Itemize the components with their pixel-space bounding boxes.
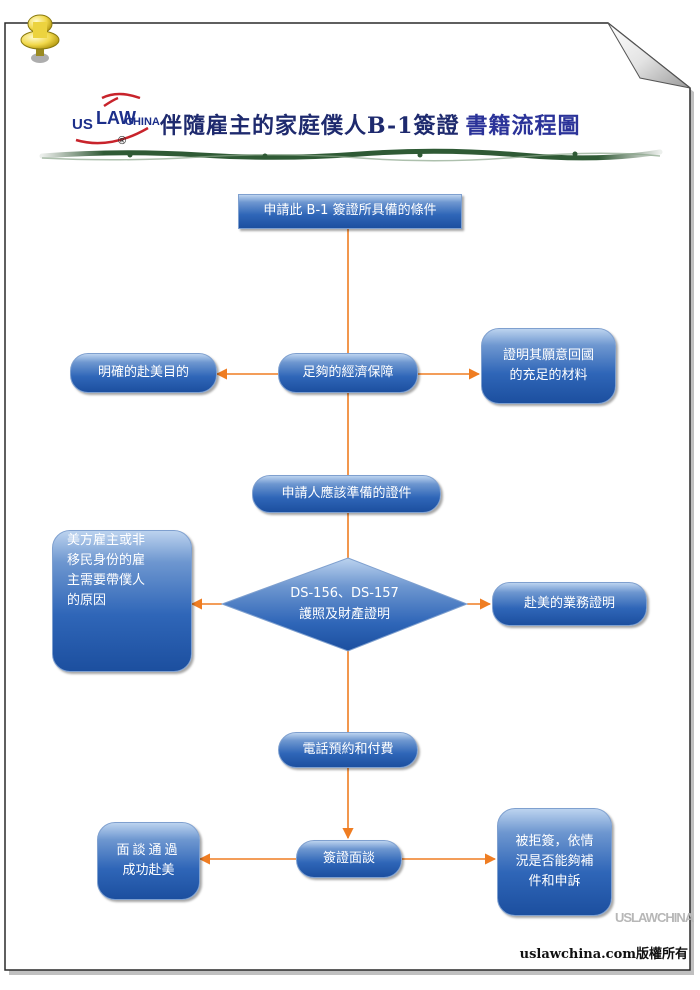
node-ds-forms: DS-156、DS-157 護照及財產證明 [222, 558, 467, 651]
node-return-materials: 證明其願意回國 的充足的材料 [481, 328, 616, 404]
node-interview: 簽證面談 [296, 840, 402, 878]
node-return-line-2: 的充足的材料 [509, 368, 588, 383]
node-finance: 足夠的經濟保障 [278, 353, 418, 393]
node-purpose: 明確的赴美目的 [70, 353, 217, 393]
page-title-sub: 書籍流程圖 [465, 113, 581, 139]
node-business-proof: 赴美的業務證明 [492, 582, 647, 626]
node-reason-line-4: 的原因 [67, 593, 107, 609]
logo-registered: ® [118, 135, 127, 147]
node-success-line-1: 面談通過 [116, 842, 181, 858]
logo-law: LAW [96, 108, 136, 128]
divider-rope [39, 148, 663, 162]
node-ds-line-2: 護照及財產證明 [298, 606, 390, 622]
node-documents: 申請人應該準備的證件 [252, 475, 441, 513]
node-ds-line-1: DS-156、DS-157 [290, 586, 399, 602]
node-reason-line-2: 移民身份的雇 [67, 553, 146, 569]
node-reason-line-3: 主需要帶僕人 [67, 573, 146, 589]
node-refused-line-3: 件和申訴 [528, 874, 581, 890]
node-refused-line-1: 被拒簽，依情 [515, 833, 594, 849]
logo-swoosh [75, 92, 149, 145]
node-reason-line-1: 美方雇主或非 [67, 533, 146, 548]
watermark-logo: USLAWCHINA [615, 910, 694, 925]
node-employer-reason: 美方雇主或非 移民身份的雇 主需要帶僕人 的原因 [52, 530, 192, 672]
node-appointment: 電話預約和付費 [278, 732, 418, 768]
decision-diamond-shape [220, 557, 469, 652]
node-success: 面談通過 成功赴美 [97, 822, 200, 900]
pushpin-icon [20, 14, 60, 63]
node-refused-line-2: 況是否能夠補 [515, 853, 594, 869]
page-title: 伴隨雇主的家庭僕人B-1簽證書籍流程圖 [160, 108, 580, 140]
node-return-line-1: 證明其願意回國 [502, 347, 594, 363]
node-success-line-2: 成功赴美 [122, 863, 175, 878]
copyright-text: uslawchina.com版權所有 [519, 947, 688, 962]
logo-china: CHINA [125, 116, 160, 128]
node-refused: 被拒簽，依情 況是否能夠補 件和申訴 [497, 808, 612, 916]
node-conditions: 申請此 B-1 簽證所具備的條件 [238, 194, 462, 229]
logo-us: US [72, 116, 93, 133]
page-title-main: 伴隨雇主的家庭僕人B-1簽證 [160, 113, 460, 139]
